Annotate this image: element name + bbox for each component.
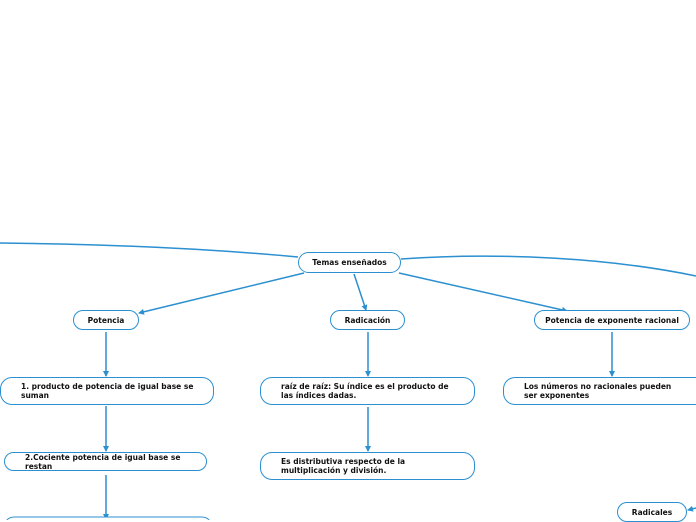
node-label: 1. producto de potencia de igual base se… — [21, 382, 194, 400]
node-label: Potencia — [87, 315, 125, 325]
edge-root-offscreen-right — [400, 255, 696, 277]
node-label: Radicación — [344, 315, 391, 325]
node-radicales[interactable]: Radicales — [617, 502, 687, 522]
node-label: 2.Cociente potencia de igual base se res… — [25, 452, 181, 471]
edge-root-exponente-racional — [398, 272, 568, 313]
node-exponente-racional[interactable]: Potencia de exponente racional — [534, 310, 690, 330]
node-offscreen-bottom[interactable] — [4, 516, 212, 520]
node-label: Los números no racionales pueden ser exp… — [524, 382, 672, 400]
node-root[interactable]: Temas enseñados — [298, 252, 401, 273]
node-label: Temas enseñados — [312, 258, 387, 267]
node-label: Potencia de exponente racional — [545, 315, 679, 325]
node-radicacion[interactable]: Radicación — [330, 310, 405, 330]
edge-root-potencia — [138, 272, 305, 315]
edge-root-radicacion — [353, 273, 368, 311]
node-no-racionales[interactable]: Los números no racionales pueden ser exp… — [503, 377, 696, 405]
node-raiz-de-raiz[interactable]: raíz de raíz: Su índice es el producto d… — [260, 377, 475, 405]
node-potencia[interactable]: Potencia — [73, 310, 139, 330]
node-producto-igual-base[interactable]: 1. producto de potencia de igual base se… — [0, 377, 214, 405]
edge-root-offscreen-left — [0, 242, 299, 258]
node-label: Radicales — [631, 507, 673, 517]
edge-offscreen-radicales — [687, 505, 696, 512]
node-distributiva[interactable]: Es distributiva respecto de la multiplic… — [260, 452, 475, 480]
node-cociente-igual-base[interactable]: 2.Cociente potencia de igual base se res… — [4, 452, 207, 471]
node-label: raíz de raíz: Su índice es el producto d… — [281, 382, 449, 400]
node-label: Es distributiva respecto de la multiplic… — [281, 457, 406, 475]
